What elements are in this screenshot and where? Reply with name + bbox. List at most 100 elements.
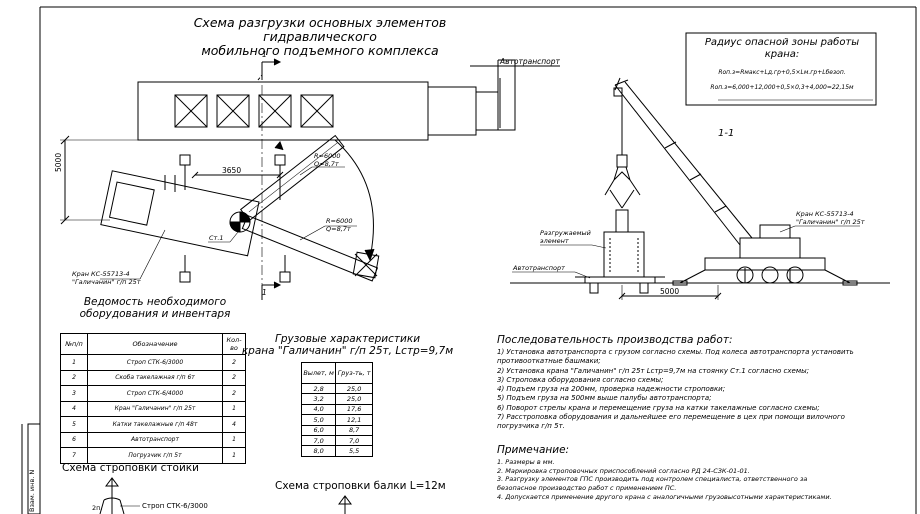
cell: 7: [60, 447, 88, 464]
section-mark-bottom: 1: [262, 288, 267, 297]
sequence-steps: 1) Установка автотранспорта с грузом сог…: [497, 348, 912, 432]
plan-crane-label-1: Кран КС-55713-4: [72, 270, 130, 278]
cell: 7,0: [300, 434, 337, 447]
section-element-label-2: элемент: [540, 237, 569, 245]
notes-title: Примечание:: [497, 444, 570, 456]
equipment-title-1: Ведомость необходимого: [83, 296, 227, 308]
cell: Погрузчик г/п 5т: [87, 447, 223, 464]
cell: 1: [60, 354, 88, 371]
cell: 25,0: [335, 382, 373, 395]
scheme-title: Схема разгрузки основных элементов гидра…: [150, 16, 490, 58]
section-mark-top: 1: [262, 50, 267, 59]
section-crane-label-1: Кран КС-55713-4: [796, 210, 854, 218]
radius-label-1-r: R=6000: [314, 152, 341, 160]
cell: 2: [222, 385, 246, 402]
plan-autotransport-label: Автотранспорт: [500, 57, 560, 66]
load-header-row: Вылет, м Груз-ть, т: [300, 362, 373, 384]
list-item: 2) Установка крана "Галичанин" г/п 25т L…: [497, 366, 810, 375]
beam-slinging-title: Схема строповки балки L=12м: [275, 480, 446, 492]
list-item: противооткатные башмаки;: [497, 357, 601, 366]
list-item: безопасное производство работ с применен…: [497, 484, 677, 493]
load-header-capacity: Груз-ть, т: [335, 362, 373, 384]
plan-crane-label-2: "Галичанин" г/п 25т: [72, 278, 141, 286]
equipment-header-qty: Кол-во: [222, 333, 246, 355]
cell: Автотранспорт: [87, 431, 223, 448]
cell: 17,6: [335, 403, 373, 416]
cell: 8,7: [335, 424, 373, 436]
sling-label: Строп СТК-6/3000: [142, 502, 208, 510]
cell: 2: [60, 369, 88, 386]
cell: Кран "Галичанин" г/п 25т: [87, 400, 223, 417]
list-item: 2. Маркировка строповочных приспособлени…: [497, 466, 750, 475]
equipment-header-row: №п/п Обозначение Кол-во: [60, 333, 246, 355]
section-autotransport-label: Автотранспорт: [513, 264, 565, 272]
cell: Катки такелажные г/п 48т: [87, 416, 223, 433]
load-chart-title-2: крана "Галичанин" г/п 25т, Lстр=9,7м: [241, 345, 454, 357]
equipment-header-num: №п/п: [60, 333, 88, 355]
cell: 12,1: [335, 414, 373, 426]
load-chart-title: Грузовые характеристики крана "Галичанин…: [215, 333, 480, 357]
cell: 5: [60, 416, 88, 433]
section-crane-label: Кран КС-55713-4 "Галичанин" г/п 25т: [796, 210, 865, 226]
radius-formula: Rоп.з=Rмакс+Lд.гр+0,5×Lм.гр+Lбезоп.: [718, 69, 846, 76]
cell: 5,0: [300, 414, 337, 426]
section-dim-5000: 5000: [660, 287, 680, 296]
section-title: 1-1: [718, 128, 735, 139]
load-header-reach: Вылет, м: [300, 362, 337, 384]
cell: Строп СТК-6/3000: [87, 354, 223, 371]
radius-box: [685, 32, 877, 106]
cell: 8,0: [300, 445, 337, 457]
list-item: погрузчика г/п 5т.: [497, 422, 565, 431]
section-crane-label-2: "Галичанин" г/п 25т: [796, 218, 865, 226]
equipment-header-name: Обозначение: [87, 333, 223, 355]
cell: 1: [222, 431, 246, 448]
cell: 4: [60, 400, 88, 417]
truck-platform: [137, 81, 429, 141]
crane-plan: [100, 170, 260, 257]
section-element-label-1: Разгружаемый: [540, 229, 591, 237]
list-item: 7) Расстроповка оборудования и дальнейше…: [497, 413, 845, 422]
cell: 4,0: [300, 403, 337, 416]
radius-label-2: R=6000 Q=8,7т: [326, 217, 353, 233]
plan-crane-label: Кран КС-55713-4 "Галичанин" г/п 25т: [72, 270, 141, 286]
plan-dim-3650: 3650: [222, 166, 242, 175]
cell: Строп СТК-6/4000: [87, 385, 223, 402]
radius-calc: Rоп.з=6,000+12,000+0,5×0,3+4,000=22,15м: [710, 84, 854, 91]
cell: 25,0: [335, 393, 373, 405]
cell: 1: [222, 447, 246, 464]
radius-box-title-2: крана:: [764, 49, 800, 60]
section-element-label: Разгружаемый элемент: [540, 229, 591, 245]
crane-boom-section: [613, 77, 753, 246]
list-item: 3. Разгрузку элементов ГПС производить п…: [497, 475, 808, 484]
cell: 3: [60, 385, 88, 402]
list-item: 1. Размеры в мм.: [497, 458, 555, 466]
radius-label-2-r: R=6000: [326, 217, 353, 225]
load-chart-title-1: Грузовые характеристики: [274, 333, 421, 345]
cell: 2: [222, 369, 246, 386]
equipment-title-2: оборудования и инвентаря: [79, 308, 231, 320]
list-item: 4) Подъем груза на 200мм, проверка надеж…: [497, 385, 726, 394]
radius-label-1-q: Q=8,7т: [314, 160, 339, 168]
list-item: 6) Поворот стрелы крана и перемещение гр…: [497, 403, 820, 412]
notes-list: 1. Размеры в мм. 2. Маркировка строповоч…: [497, 458, 912, 502]
sequence-title: Последовательность производства работ:: [497, 334, 733, 346]
cell: 6,0: [300, 424, 337, 436]
cell: 2,8: [300, 382, 337, 395]
cell: 6: [60, 431, 88, 448]
stamp-label: Взам. инв. N: [28, 469, 36, 512]
rack-slinging-title: Схема строповки стойки: [62, 462, 199, 474]
plan-dim-5000: 5000: [54, 152, 63, 172]
